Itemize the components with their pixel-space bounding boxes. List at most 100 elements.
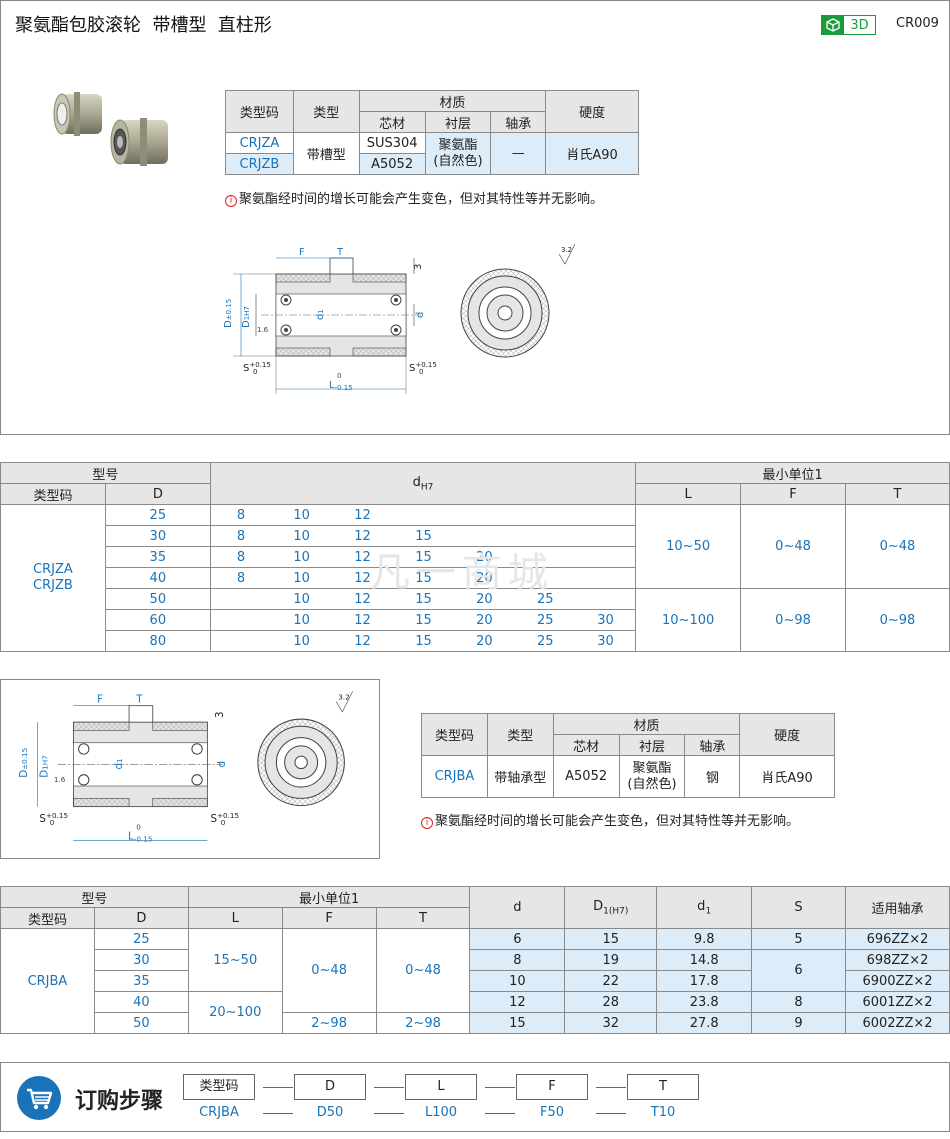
dim-F: F <box>299 247 305 258</box>
S-value: 8 <box>751 991 846 1013</box>
dH7-value: 15 <box>393 567 454 589</box>
value-connector <box>485 1113 515 1114</box>
dH7-value: 20 <box>453 609 515 631</box>
bearing-value: 696ZZ×2 <box>844 928 950 950</box>
dim-L-tol: 0 <box>337 372 341 380</box>
step-connector <box>374 1087 404 1088</box>
note-text: 聚氨酯经时间的增长可能会产生变色，但对其特性等并无影响。 <box>435 814 800 829</box>
dH7-value: 12 <box>332 546 393 568</box>
dH7-value <box>575 567 637 589</box>
dH7-value: 15 <box>393 630 454 652</box>
dH7-value: 12 <box>332 504 393 526</box>
d-value: 12 <box>469 991 566 1013</box>
type-value: 带槽型 <box>292 132 360 175</box>
D-value: 80 <box>104 630 211 652</box>
col-code: 类型码 <box>421 713 488 756</box>
product-panel-grooved: 聚氨酯包胶滚轮 带槽型 直柱形 3D CR009 <box>0 0 950 435</box>
col-material: 材质 <box>552 713 741 735</box>
D-value: 35 <box>93 970 189 992</box>
dH7-value: 20 <box>453 567 515 589</box>
col-core: 芯材 <box>552 734 620 756</box>
D-value: 50 <box>104 588 211 610</box>
dH7-value: 15 <box>393 525 454 547</box>
dH7-value: 10 <box>271 567 333 589</box>
dH7-value: 10 <box>271 609 333 631</box>
technical-drawing-bearing: F T D±0.15 D1H7 1.6 d1 d 3 L-0.15 0 S+0.… <box>18 691 353 844</box>
lining-value: 聚氨酯 (自然色) <box>424 132 492 175</box>
col-T: T <box>375 907 471 929</box>
order-step-value: D50 <box>316 1105 344 1120</box>
dH7-value <box>210 630 272 652</box>
D-value: 25 <box>104 504 211 526</box>
dH7-value: 10 <box>271 504 333 526</box>
core-value: A5052 <box>358 153 426 175</box>
value-connector <box>596 1113 626 1114</box>
col-type: 类型 <box>292 90 360 133</box>
dim-S-right-tol: 0 <box>419 368 423 376</box>
T-range: 0~48 <box>844 504 950 589</box>
dH7-value: 25 <box>514 630 576 652</box>
col-code: 类型码 <box>0 907 95 929</box>
F-range: 0~48 <box>281 928 377 1013</box>
3d-model-button[interactable]: 3D <box>821 15 876 35</box>
col-d1: d1 <box>656 886 753 929</box>
bearing-value: 6002ZZ×2 <box>844 1012 950 1034</box>
type-code[interactable]: CRJZA CRJZB <box>0 504 106 652</box>
dim-S-left-tol: 0 <box>50 818 55 827</box>
dH7-value: 20 <box>453 630 515 652</box>
dH7-value <box>514 504 576 526</box>
L-range: 20~100 <box>187 991 283 1034</box>
col-hardness: 硬度 <box>739 713 835 756</box>
dH7-value: 10 <box>271 588 333 610</box>
order-step-box: D <box>294 1074 366 1100</box>
spec-table-bearing: 类型码 类型 材质 硬度 芯材 衬层 轴承 CRJBA 带轴承型 A5052 聚… <box>421 713 835 798</box>
dim-T: T <box>336 247 344 258</box>
note-text: 聚氨酯经时间的增长可能会产生变色，但对其特性等并无影响。 <box>239 192 604 207</box>
col-bearing: 适用轴承 <box>844 886 950 929</box>
d-value: 8 <box>469 949 566 971</box>
type-code[interactable]: CRJBA <box>421 755 488 798</box>
value-connector <box>263 1113 293 1114</box>
order-step-value: CRJBA <box>199 1105 239 1120</box>
technical-drawing: F T D±0.15 D1H7 1.6 d1 d 3 L-0.15 0 S+0.… <box>223 243 576 394</box>
col-bearing: 轴承 <box>684 734 741 756</box>
bearing-value: 钢 <box>684 755 741 798</box>
S-value: 5 <box>751 928 846 950</box>
D1-value: 15 <box>564 928 658 950</box>
col-lining: 衬层 <box>618 734 686 756</box>
S-value: 6 <box>751 949 846 992</box>
dH7-value: 12 <box>332 630 393 652</box>
col-min-unit: 最小单位1 <box>635 462 950 484</box>
type-code[interactable]: CRJZB <box>225 153 294 175</box>
dH7-value: 10 <box>271 630 333 652</box>
T-range: 0~98 <box>844 588 950 652</box>
dim-L-tol: 0 <box>136 822 141 831</box>
dH7-value: 12 <box>332 567 393 589</box>
T-range: 0~48 <box>375 928 471 1013</box>
dim-S-right: S+0.15 <box>409 361 437 374</box>
dim-T: T <box>135 694 143 706</box>
type-code[interactable]: CRJZA <box>225 132 294 154</box>
col-lining: 衬层 <box>424 111 492 133</box>
order-step-value: F50 <box>539 1105 565 1120</box>
dH7-value <box>453 504 515 526</box>
col-T: T <box>844 483 950 505</box>
D1-value: 32 <box>564 1012 658 1034</box>
d-value: 6 <box>469 928 566 950</box>
dim-d: d <box>415 312 426 318</box>
bearing-value: — <box>490 132 547 175</box>
F-range: 0~98 <box>740 588 846 652</box>
D1-value: 19 <box>564 949 658 971</box>
col-min-unit: 最小单位1 <box>187 886 471 908</box>
col-core: 芯材 <box>358 111 426 133</box>
type-code[interactable]: CRJBA <box>0 928 95 1034</box>
3d-label: 3D <box>850 17 869 33</box>
dH7-value: 15 <box>393 588 454 610</box>
dH7-value <box>575 504 637 526</box>
d-value: 10 <box>469 970 566 992</box>
roughness-1-6: 1.6 <box>257 326 269 334</box>
dH7-value: 8 <box>210 525 272 547</box>
dH7-value: 15 <box>393 609 454 631</box>
